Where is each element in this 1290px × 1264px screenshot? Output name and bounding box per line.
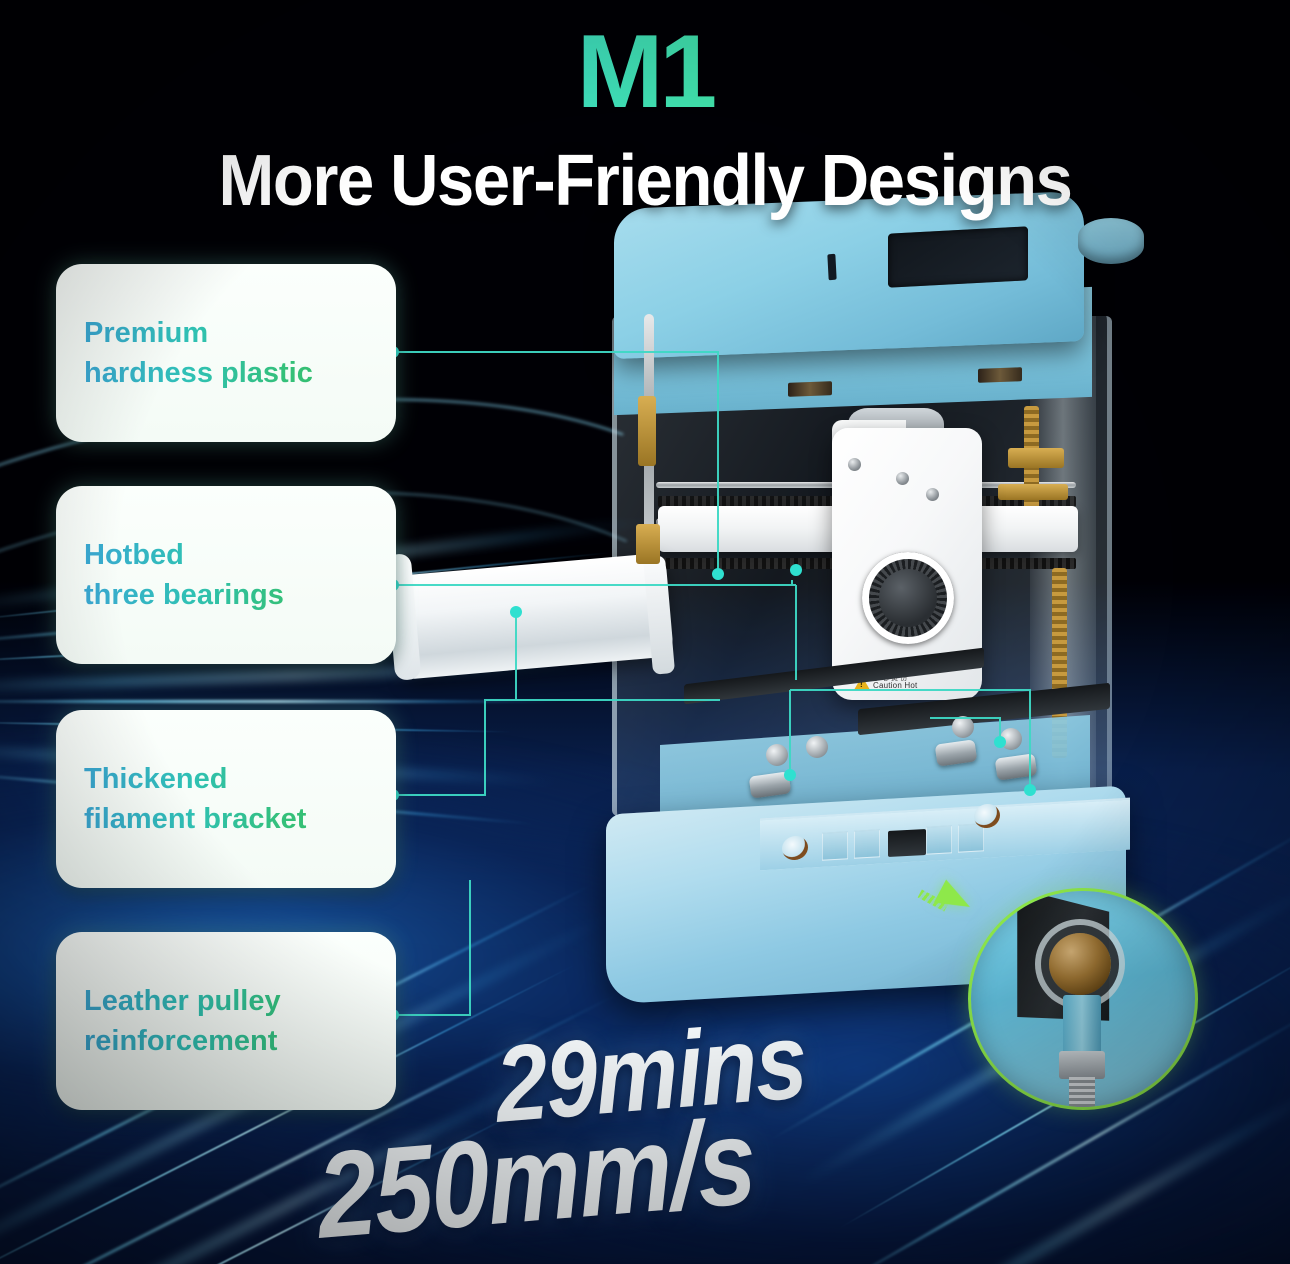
printer-base-slot — [926, 825, 952, 855]
feature-card-line-1: Hotbed — [84, 535, 368, 575]
printer-pulley-cap — [952, 716, 974, 738]
printer-brass-fitting — [636, 524, 660, 564]
printer-display-screen — [888, 226, 1028, 288]
feature-card-leather-pulley-reinforcement[interactable]: Leather pulley reinforcement — [56, 932, 396, 1110]
caution-label-text: Caution Hot — [873, 681, 918, 690]
feature-card-line-2: reinforcement — [84, 1021, 368, 1061]
feature-card-hotbed-three-bearings[interactable]: Hotbed three bearings — [56, 486, 396, 664]
printer-fan-hub — [879, 569, 937, 627]
printer-brass-fitting — [638, 396, 656, 466]
printer-head-bolt — [896, 472, 909, 485]
printer-base-slot — [854, 829, 880, 859]
printer-pulley-cap — [1000, 728, 1022, 750]
printer-pulley-cap — [766, 744, 788, 766]
printer-top-slot — [827, 253, 837, 281]
feature-card-line-1: Premium — [84, 313, 368, 353]
page-title: More User-Friendly Designs — [218, 141, 1072, 221]
printer-head-bolt — [926, 488, 939, 501]
feature-card-premium-hardness-plastic[interactable]: Premium hardness plastic — [56, 264, 396, 442]
feature-card-line-1: Leather pulley — [84, 981, 368, 1021]
printer-brass-block — [998, 484, 1068, 500]
magnified-bearing — [1049, 933, 1111, 995]
feature-card-line-2: three bearings — [84, 575, 368, 615]
magnified-threaded-screw — [1069, 1077, 1095, 1107]
printer-cover-vent — [978, 367, 1022, 383]
feature-card-thickened-filament-bracket[interactable]: Thickened filament bracket — [56, 710, 396, 888]
product-logo: M1 — [0, 20, 1290, 124]
printer-top-knob — [1078, 218, 1144, 264]
magnified-nut — [1059, 1051, 1105, 1079]
printer-pulley-cap — [806, 736, 828, 758]
feature-card-line-1: Thickened — [84, 759, 368, 799]
printer-head-bolt — [848, 458, 861, 471]
feature-card-line-2: hardness plastic — [84, 353, 368, 393]
printer-brass-block — [1008, 448, 1064, 468]
printer-cover-vent — [788, 381, 832, 397]
feature-card-line-2: filament bracket — [84, 799, 368, 839]
magnified-pulley-detail — [968, 888, 1198, 1110]
printer-base-slot — [958, 823, 984, 853]
printer-base-dark-cut — [888, 829, 926, 857]
printer-base-slot — [822, 831, 848, 861]
